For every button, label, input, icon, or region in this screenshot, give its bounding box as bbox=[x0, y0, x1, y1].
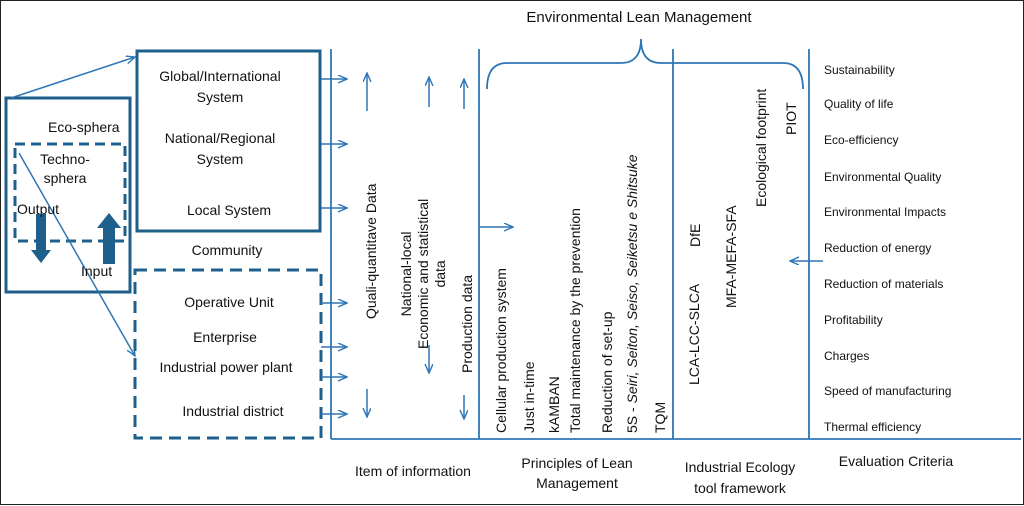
local-system-label: Local System bbox=[186, 202, 272, 218]
caption-lean-principles: Principles of Lean Management bbox=[521, 455, 633, 491]
criterion-4: Environmental Impacts bbox=[824, 205, 947, 219]
zoom-line-top bbox=[10, 57, 135, 99]
ecology-tool-4: PIOT bbox=[783, 102, 799, 135]
criterion-10: Thermal efficiency bbox=[824, 420, 922, 434]
lean-principle-0: Cellular production system bbox=[493, 268, 509, 433]
lean-principle-1: Just in-time bbox=[521, 361, 537, 433]
criterion-6: Reduction of materials bbox=[824, 277, 944, 291]
criterion-9: Speed of manufacturing bbox=[824, 384, 952, 398]
enterprise-label: Enterprise bbox=[193, 329, 257, 345]
lean-principle-2: kAMBAN bbox=[546, 376, 562, 433]
eco-sphera-box bbox=[4, 96, 132, 294]
criterion-3: Environmental Quality bbox=[824, 170, 942, 184]
national-system-label: National/Regional System bbox=[164, 130, 276, 167]
community-label: Community bbox=[191, 242, 263, 258]
input-label: Input bbox=[81, 263, 113, 279]
ecology-tool-0: LCA-LCC-SLCA bbox=[686, 283, 702, 385]
output-arrow bbox=[31, 214, 51, 263]
caption-item-of-information: Item of information bbox=[355, 463, 471, 479]
ecology-tool-1: DfE bbox=[687, 223, 703, 247]
production-data-label: Production data bbox=[459, 274, 475, 373]
lean-brace bbox=[486, 38, 804, 90]
eco-sphera-label: Eco-sphera bbox=[48, 119, 120, 135]
unit-box bbox=[133, 268, 323, 440]
diagram-title: Environmental Lean Management bbox=[526, 9, 752, 26]
ecology-tool-3: Ecological footprint bbox=[753, 88, 769, 207]
criterion-5: Reduction of energy bbox=[824, 241, 932, 255]
criterion-7: Profitability bbox=[824, 313, 883, 327]
quali-quantitative-data-label: Quali-quantitave Data bbox=[363, 183, 379, 319]
caption-industrial-ecology: Industrial Ecology tool framework bbox=[684, 459, 796, 496]
national-local-data-label: National-local Economic and statistical … bbox=[398, 198, 448, 349]
input-arrow bbox=[97, 213, 121, 264]
caption-evaluation-criteria: Evaluation Criteria bbox=[838, 453, 954, 469]
industrial-power-plant-label: Industrial power plant bbox=[159, 359, 293, 375]
criterion-1: Quality of life bbox=[824, 97, 894, 111]
criterion-0: Sustainability bbox=[824, 63, 895, 77]
lean-principle-6: TQM bbox=[652, 401, 668, 433]
criterion-8: Charges bbox=[824, 349, 870, 363]
system-box bbox=[135, 49, 322, 233]
global-system-label: Global/International System bbox=[159, 68, 281, 105]
industrial-district-label: Industrial district bbox=[182, 403, 284, 419]
lean-principle-5: 5S - Seiri, Seiton, Seiso, Seiketsu e Sh… bbox=[624, 154, 640, 433]
zoom-line-bottom bbox=[18, 152, 135, 356]
criterion-2: Eco-efficiency bbox=[824, 133, 899, 147]
lean-principle-3: Total maintenance by the prevention bbox=[567, 208, 583, 433]
ecology-tool-2: MFA-MEFA-SFA bbox=[723, 205, 739, 308]
operative-unit-label: Operative Unit bbox=[184, 294, 274, 310]
lean-principle-4: Reduction of set-up bbox=[599, 311, 615, 433]
output-label: Output bbox=[17, 201, 60, 217]
techno-sphera-label: Techno- sphera bbox=[40, 151, 90, 186]
